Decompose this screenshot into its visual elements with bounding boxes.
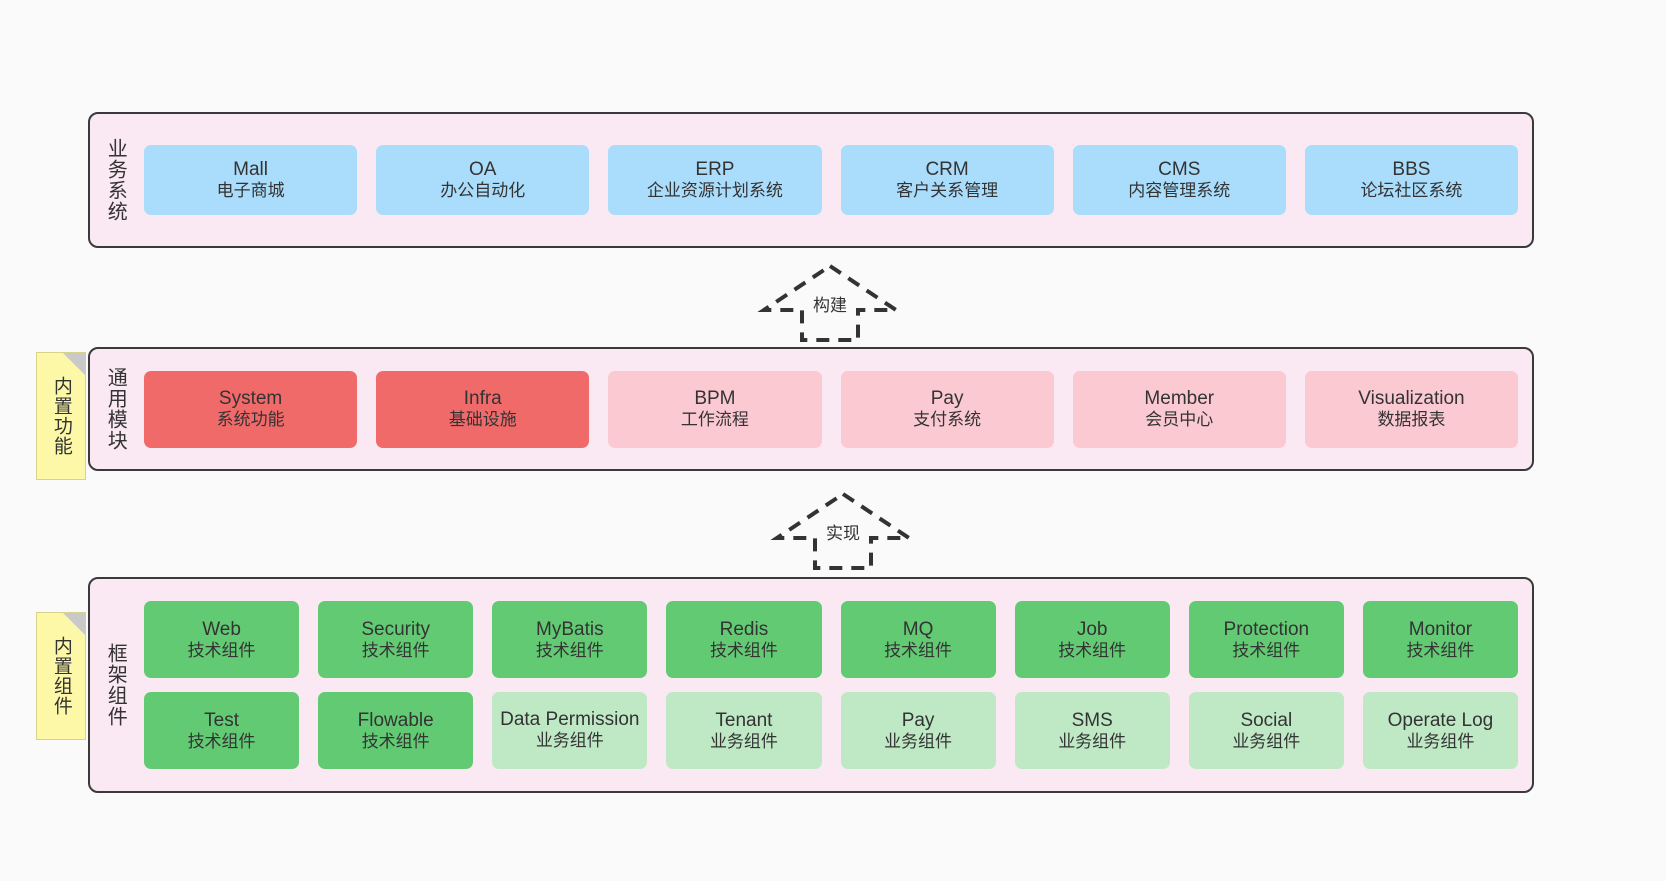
node-monitor[interactable]: Monitor 技术组件 <box>1362 601 1518 678</box>
layer-body-business: Mall 电子商城 OA 办公自动化 ERP 企业资源计划系统 CRM 客户关系… <box>140 114 1532 246</box>
layer-body-framework-component: Web 技术组件 Security 技术组件 MyBatis 技术组件 Redi… <box>140 579 1532 791</box>
node-operate-log[interactable]: Operate Log 业务组件 <box>1362 692 1518 769</box>
node-tenant[interactable]: Tenant 业务组件 <box>666 692 822 769</box>
node-test[interactable]: Test 技术组件 <box>144 692 300 769</box>
node-visualization[interactable]: Visualization 数据报表 <box>1304 370 1519 448</box>
connector-implement-arrow <box>770 490 916 570</box>
node-protection[interactable]: Protection 技术组件 <box>1188 601 1344 678</box>
connector-build-label: 构建 <box>813 296 847 315</box>
node-oa[interactable]: OA 办公自动化 <box>376 145 590 215</box>
node-crm[interactable]: CRM 客户关系管理 <box>840 145 1054 215</box>
node-flowable[interactable]: Flowable 技术组件 <box>318 692 474 769</box>
note-builtin-component: 内置组件 <box>36 612 86 740</box>
node-member[interactable]: Member 会员中心 <box>1072 370 1286 448</box>
node-web[interactable]: Web 技术组件 <box>144 601 300 678</box>
node-pay-component[interactable]: Pay 业务组件 <box>840 692 996 769</box>
note-builtin-function-label: 内置功能 <box>50 376 72 456</box>
layer-business-system: 业务系统 Mall 电子商城 OA 办公自动化 ERP 企业资源计划系统 CRM… <box>88 112 1534 248</box>
note-fold-corner <box>63 353 85 375</box>
node-sms[interactable]: SMS 业务组件 <box>1014 692 1170 769</box>
node-bpm[interactable]: BPM 工作流程 <box>608 370 822 448</box>
layer-framework-component: 框架组件 Web 技术组件 Security 技术组件 MyBatis 技术组件… <box>88 577 1534 793</box>
node-erp[interactable]: ERP 企业资源计划系统 <box>608 145 822 215</box>
node-redis[interactable]: Redis 技术组件 <box>666 601 822 678</box>
cell-row: Mall 电子商城 OA 办公自动化 ERP 企业资源计划系统 CRM 客户关系… <box>144 145 1519 215</box>
node-job[interactable]: Job 技术组件 <box>1014 601 1170 678</box>
note-builtin-component-label: 内置组件 <box>50 636 72 716</box>
node-data-permission[interactable]: Data Permission 业务组件 <box>492 692 648 769</box>
node-system[interactable]: System 系统功能 <box>144 370 358 448</box>
node-mybatis[interactable]: MyBatis 技术组件 <box>492 601 648 678</box>
node-social[interactable]: Social 业务组件 <box>1188 692 1344 769</box>
node-infra[interactable]: Infra 基础设施 <box>376 370 590 448</box>
connector-build-arrow <box>757 262 903 342</box>
connector-implement-label: 实现 <box>826 524 860 543</box>
node-mall[interactable]: Mall 电子商城 <box>144 145 358 215</box>
layer-common-module: 通用模块 System 系统功能 Infra 基础设施 BPM 工作流程 Pay… <box>88 347 1534 471</box>
cell-row: Web 技术组件 Security 技术组件 MyBatis 技术组件 Redi… <box>144 601 1518 678</box>
node-security[interactable]: Security 技术组件 <box>318 601 474 678</box>
node-mq[interactable]: MQ 技术组件 <box>840 601 996 678</box>
layer-title-business: 业务系统 <box>104 138 127 222</box>
cell-row: Test 技术组件 Flowable 技术组件 Data Permission … <box>144 692 1518 769</box>
cell-row: System 系统功能 Infra 基础设施 BPM 工作流程 Pay 支付系统… <box>144 370 1519 448</box>
note-fold-corner <box>63 613 85 635</box>
layer-title-common-module: 通用模块 <box>104 367 127 451</box>
layer-body-common-module: System 系统功能 Infra 基础设施 BPM 工作流程 Pay 支付系统… <box>140 349 1532 469</box>
node-cms[interactable]: CMS 内容管理系统 <box>1072 145 1286 215</box>
node-bbs[interactable]: BBS 论坛社区系统 <box>1304 145 1519 215</box>
note-builtin-function: 内置功能 <box>36 352 86 480</box>
node-pay-module[interactable]: Pay 支付系统 <box>840 370 1054 448</box>
layer-title-framework-component: 框架组件 <box>104 643 127 727</box>
